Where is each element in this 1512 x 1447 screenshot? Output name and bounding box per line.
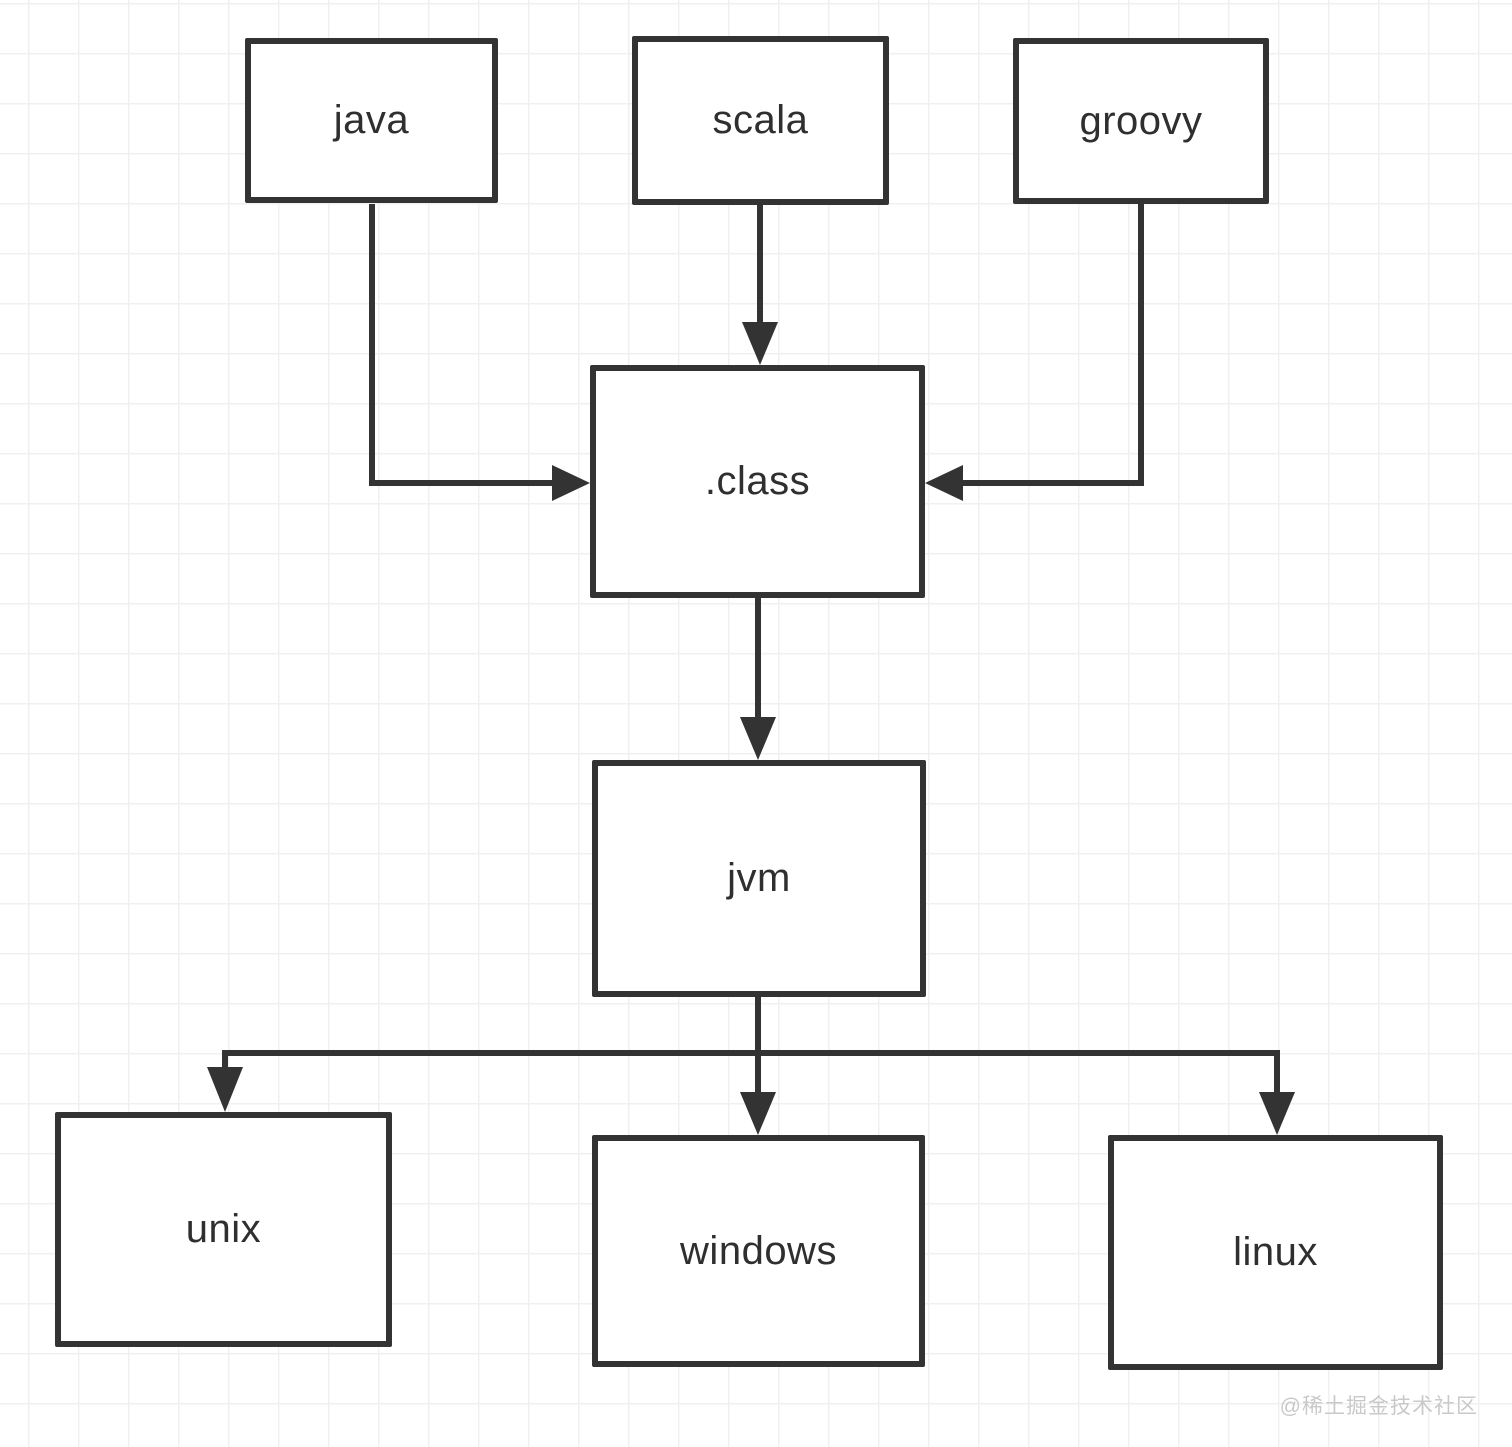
edge-class-to-jvm (740, 598, 776, 760)
edge-jvm-to-linux (1259, 1092, 1295, 1135)
node-jvm-label: jvm (727, 856, 791, 900)
edge-scala-to-class (742, 205, 778, 365)
node-windows-label: windows (680, 1228, 837, 1273)
node-unix-label: unix (185, 1207, 262, 1251)
node-windows: windows (592, 1135, 925, 1367)
node-groovy-label: groovy (1079, 98, 1203, 143)
node-java: java (245, 38, 498, 203)
node-jvm: jvm (592, 760, 926, 997)
node-class-file-label: .class (704, 459, 811, 503)
node-scala: scala (632, 36, 889, 205)
node-java-label: java (333, 98, 410, 142)
node-linux: linux (1108, 1135, 1443, 1370)
node-unix: unix (55, 1112, 392, 1347)
edge-groovy-to-class (925, 204, 1144, 501)
node-groovy: groovy (1013, 38, 1269, 204)
edge-jvm-to-windows (740, 1092, 776, 1135)
edge-java-to-class (369, 204, 590, 501)
edge-jvm-to-unix (207, 1067, 243, 1112)
node-scala-label: scala (712, 98, 809, 142)
node-class-file: .class (590, 365, 925, 598)
node-linux-label: linux (1233, 1230, 1318, 1274)
watermark: @稀土掘金技术社区 (1279, 1395, 1478, 1418)
edge-jvm-branch (222, 997, 1280, 1092)
